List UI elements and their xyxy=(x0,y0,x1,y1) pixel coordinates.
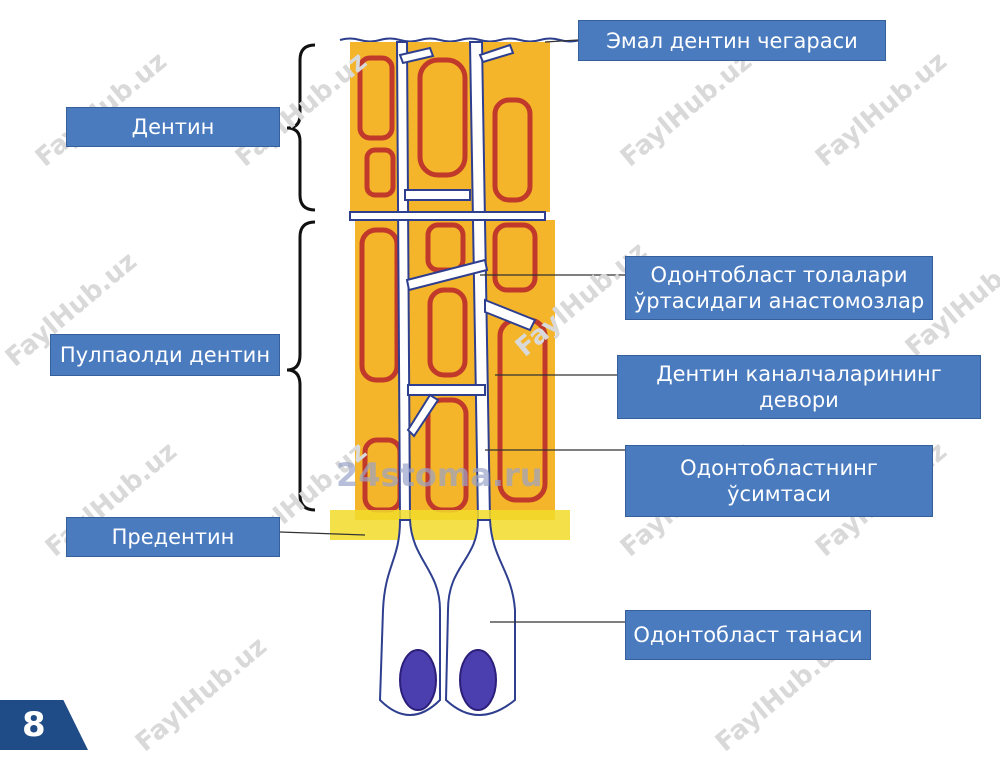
odontoblast-nucleus xyxy=(399,649,437,711)
odontoblast-fibers xyxy=(349,41,546,521)
label-dentin: Дентин xyxy=(66,107,280,147)
label-process: Одонтобластнинг ўсимтаси xyxy=(625,445,933,517)
label-odontoblast-body: Одонтобласт танаси xyxy=(625,610,871,660)
slide-number: 8 xyxy=(22,705,46,745)
predentin-pulp-brace xyxy=(286,220,316,512)
label-canal-walls: Дентин каналчаларининг девори xyxy=(617,355,981,419)
leader-lines xyxy=(279,39,625,623)
label-enamel-dentin-border: Эмал дентин чегараси xyxy=(578,20,886,61)
odontoblast-nucleus xyxy=(459,649,497,711)
enamel-dentin-border-line xyxy=(339,37,591,43)
predentin-band xyxy=(330,510,570,540)
dentin-cells-upper xyxy=(357,55,533,203)
label-anastomoses: Одонтобласт толалари ўртасидаги анастомо… xyxy=(625,256,933,320)
dentin-brace xyxy=(286,43,316,212)
dentin-cells-lower xyxy=(359,222,548,513)
label-predentin: Предентин xyxy=(66,517,280,557)
label-predentin-pulp: Пулпаолди дентин xyxy=(50,334,280,376)
center-watermark: 24stoma.ru xyxy=(336,456,543,494)
